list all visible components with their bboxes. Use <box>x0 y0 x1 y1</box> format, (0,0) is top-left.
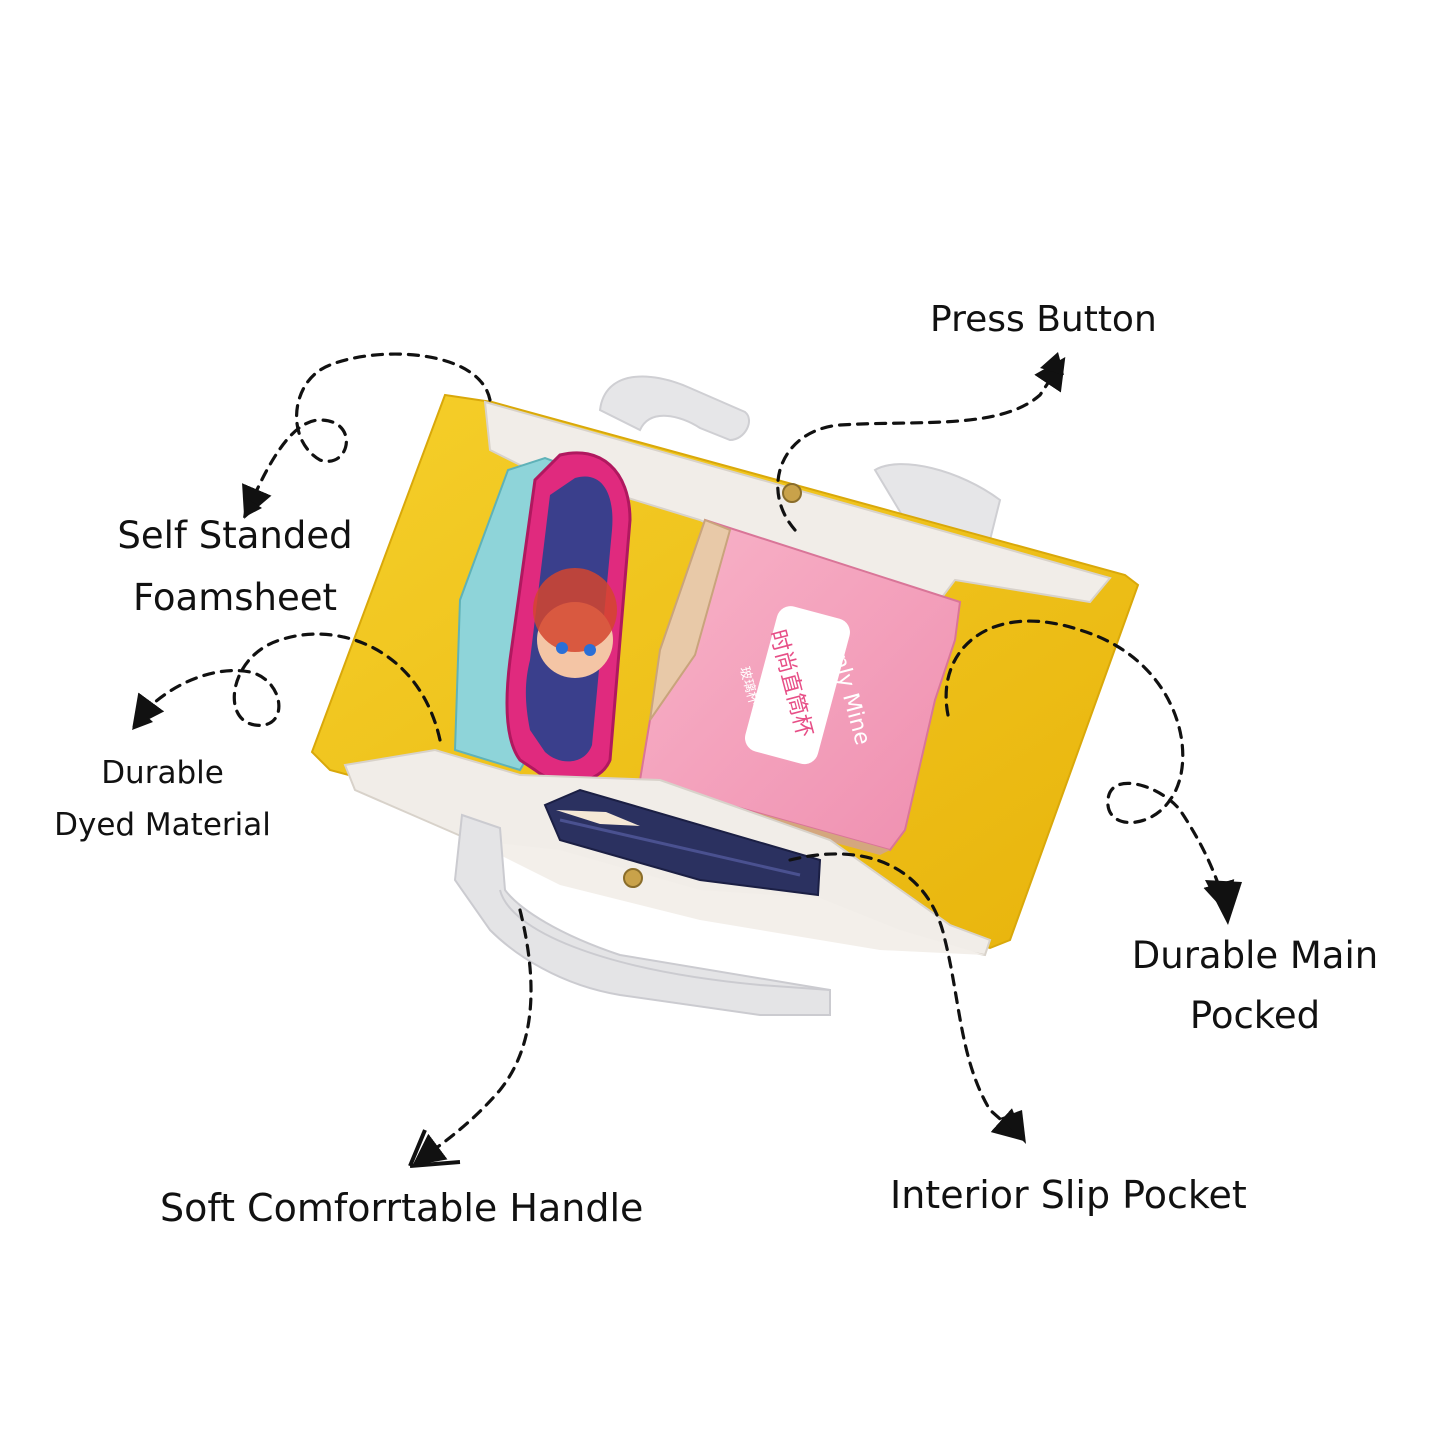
pink-box: 时尚直筒杯 玻璃杯 Only Mine <box>638 518 962 855</box>
front-handle <box>453 813 831 1016</box>
press-button-icon <box>782 483 802 503</box>
label-line: Dyed Material <box>54 807 271 843</box>
press-button-icon <box>623 868 643 888</box>
label-text: Soft Comforrtable Handle <box>160 1186 644 1230</box>
label-line: Self Standed <box>117 514 353 557</box>
label-line: Pocked <box>1189 994 1321 1037</box>
label-line: Foamsheet <box>132 576 338 619</box>
label-text: Interior Slip Pocket <box>890 1173 1247 1217</box>
label-text: Press Button <box>930 299 1157 340</box>
label-interior-slip-pocket: Interior Slip Pocket <box>890 1170 1247 1221</box>
dashed-arrow-icon <box>132 352 1235 1166</box>
label-soft-handle: Soft Comforrtable Handle <box>160 1183 643 1234</box>
back-handle <box>598 375 750 442</box>
label-durable-dyed-material: Durable Dyed Material <box>40 747 285 851</box>
label-durable-main-pocked: Durable Main Pocked <box>1120 926 1390 1046</box>
label-line: Durable <box>101 755 224 791</box>
label-line: Durable Main <box>1131 934 1379 977</box>
label-press-button: Press Button <box>930 296 1157 345</box>
label-self-standed-foamsheet: Self Standed Foamsheet <box>100 505 370 629</box>
